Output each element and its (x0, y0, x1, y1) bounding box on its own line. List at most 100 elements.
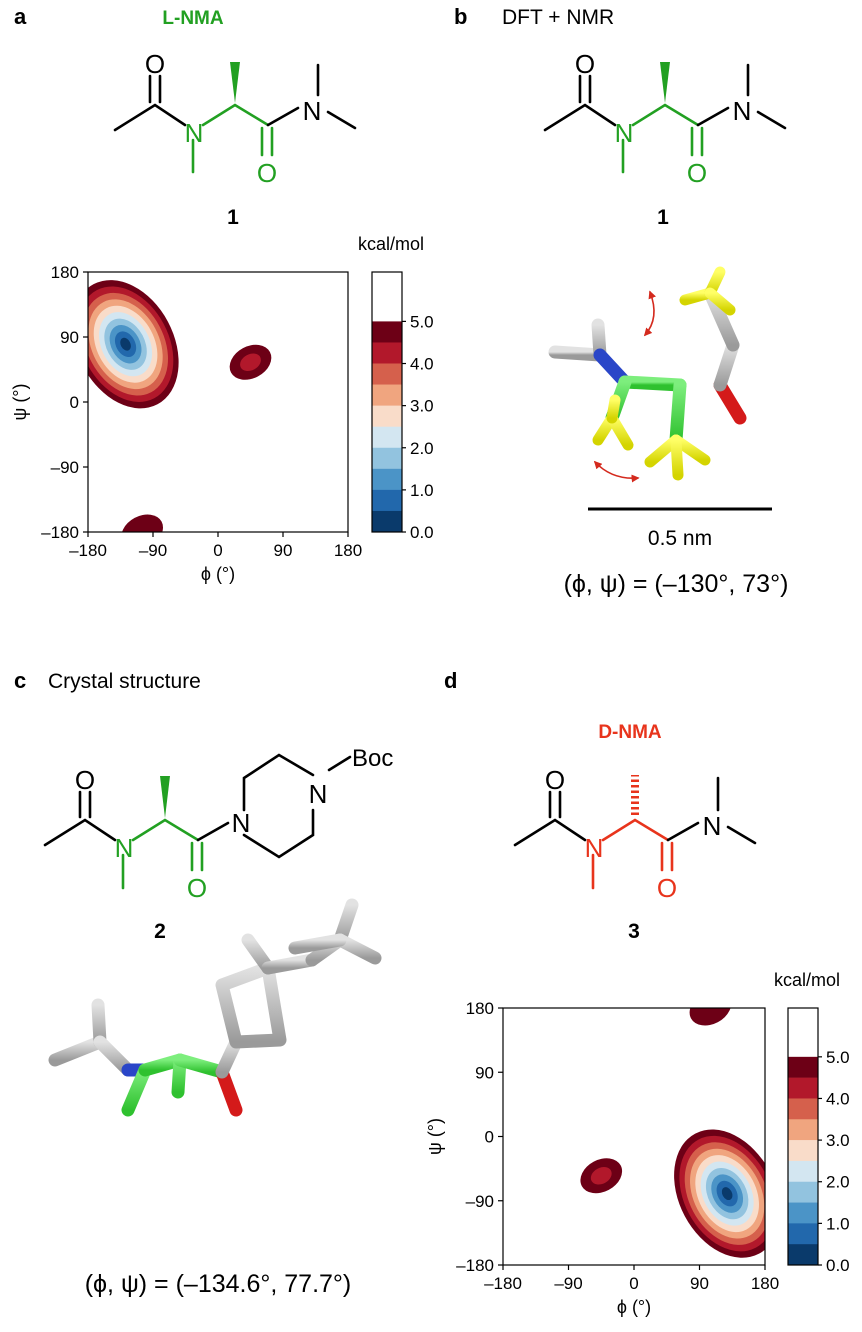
colorbar-unit: kcal/mol (774, 970, 840, 990)
energy-contour (120, 337, 131, 351)
energy-contour (721, 1187, 733, 1201)
colorbar-tick-label: 0.0 (410, 523, 434, 542)
boc-group: Boc (352, 745, 393, 772)
y-tick-label: –90 (466, 1192, 494, 1211)
y-tick-label: 90 (60, 328, 79, 347)
colorbar-unit: kcal/mol (358, 234, 424, 254)
x-tick-label: –90 (554, 1274, 582, 1293)
colorbar-segment (372, 510, 402, 533)
panel-d-title: D-NMA (598, 722, 662, 743)
colorbar-segment (788, 1119, 818, 1141)
compound-number: 3 (628, 920, 640, 943)
atom-oxygen: O (145, 49, 165, 79)
y-tick-label: –90 (51, 458, 79, 477)
atom-oxygen: O (575, 49, 595, 79)
colorbar-segment (372, 489, 402, 512)
colorbar-segment (788, 1244, 818, 1266)
energy-contour (590, 1167, 612, 1185)
colorbar-a: kcal/mol 5.0 4.0 3.0 2.0 1.0 0.0 (358, 234, 434, 542)
panel-letter-d: d (444, 668, 457, 693)
colorbar-tick-label: 3.0 (410, 397, 434, 416)
x-tick-label: 90 (274, 541, 293, 560)
colorbar-tick-label: 2.0 (410, 439, 434, 458)
colorbar-segment (372, 384, 402, 406)
y-tick-label: 0 (70, 393, 79, 412)
panel-a-title: L-NMA (162, 8, 223, 29)
x-tick-label: 90 (690, 1274, 709, 1293)
dft-3d-model (548, 266, 779, 483)
molecule-1-structure (113, 62, 357, 174)
panel-letter-b: b (454, 4, 467, 29)
y-tick-label: 180 (466, 999, 494, 1018)
atom-nitrogen: N (115, 833, 134, 863)
atom-nitrogen: N (733, 96, 752, 126)
colorbar-segment (788, 1202, 818, 1224)
atom-oxygen: O (687, 158, 707, 188)
energy-contour (689, 1008, 732, 1026)
atom-nitrogen: N (232, 808, 251, 838)
panel-c: c Crystal structure O N O N N Boc 2 (14, 668, 393, 1298)
colorbar-segment (372, 426, 402, 449)
colorbar-segment (788, 1223, 818, 1245)
atom-oxygen: O (545, 765, 565, 795)
colorbar-segment (788, 1181, 818, 1203)
compound-number: 2 (154, 920, 166, 943)
colorbar-frame (371, 271, 403, 533)
atom-oxygen: O (75, 765, 95, 795)
y-axis-label: ψ (°) (10, 383, 30, 420)
colorbar-tick-label: 1.0 (826, 1214, 850, 1233)
y-tick-label: 90 (475, 1063, 494, 1082)
colorbar-tick-label: 4.0 (410, 355, 434, 374)
panel-c-title: Crystal structure (48, 670, 201, 693)
colorbar-segment (788, 1098, 818, 1120)
colorbar-segment (372, 321, 402, 343)
compound-number: 1 (227, 206, 239, 229)
energy-contour (121, 514, 163, 532)
colorbar-segment (788, 1160, 818, 1183)
x-tick-label: –180 (69, 541, 107, 560)
atom-nitrogen: N (303, 96, 322, 126)
atom-nitrogen: N (309, 779, 328, 809)
scale-bar-label: 0.5 nm (648, 527, 712, 550)
atom-nitrogen: N (703, 811, 722, 841)
colorbar-tick-label: 0.0 (826, 1256, 850, 1275)
panel-b: b DFT + NMR O N O N 1 (454, 4, 788, 598)
atom-nitrogen: N (615, 118, 634, 148)
molecule-1-structure (543, 62, 787, 174)
atom-oxygen: O (257, 158, 277, 188)
x-axis-label: ϕ (°) (201, 564, 235, 584)
colorbar-tick-label: 5.0 (410, 312, 434, 331)
x-tick-label: 180 (334, 541, 362, 560)
y-tick-label: –180 (41, 523, 79, 542)
x-tick-label: 0 (629, 1274, 638, 1293)
colorbar-segment (372, 405, 402, 427)
y-tick-label: 180 (51, 263, 79, 282)
atom-oxygen: O (187, 873, 207, 903)
molecule-3-structure (513, 775, 757, 890)
colorbar-segment (372, 363, 402, 385)
crystal-3d-model (48, 898, 382, 1117)
crystal-angles: (ϕ, ψ) = (–134.6°, 77.7°) (85, 1270, 352, 1298)
colorbar-tick-label: 3.0 (826, 1131, 850, 1150)
y-tick-label: 0 (485, 1128, 494, 1147)
atom-nitrogen: N (585, 833, 604, 863)
colorbar-segment (372, 272, 402, 322)
colorbar-frame (787, 1007, 819, 1266)
x-tick-label: 180 (751, 1274, 779, 1293)
colorbar-tick-label: 1.0 (410, 481, 434, 500)
molecule-2-structure (43, 753, 352, 890)
dft-angles: (ϕ, ψ) = (–130°, 73°) (564, 570, 789, 598)
colorbar-segment (788, 1056, 818, 1078)
atom-nitrogen: N (185, 118, 204, 148)
colorbar-segment (788, 1008, 818, 1057)
colorbar-tick-label: 5.0 (826, 1048, 850, 1067)
colorbar-segment (372, 468, 402, 491)
x-axis-label: ϕ (°) (617, 1297, 651, 1317)
y-tick-label: –180 (456, 1256, 494, 1275)
colorbar-segment (788, 1077, 818, 1099)
